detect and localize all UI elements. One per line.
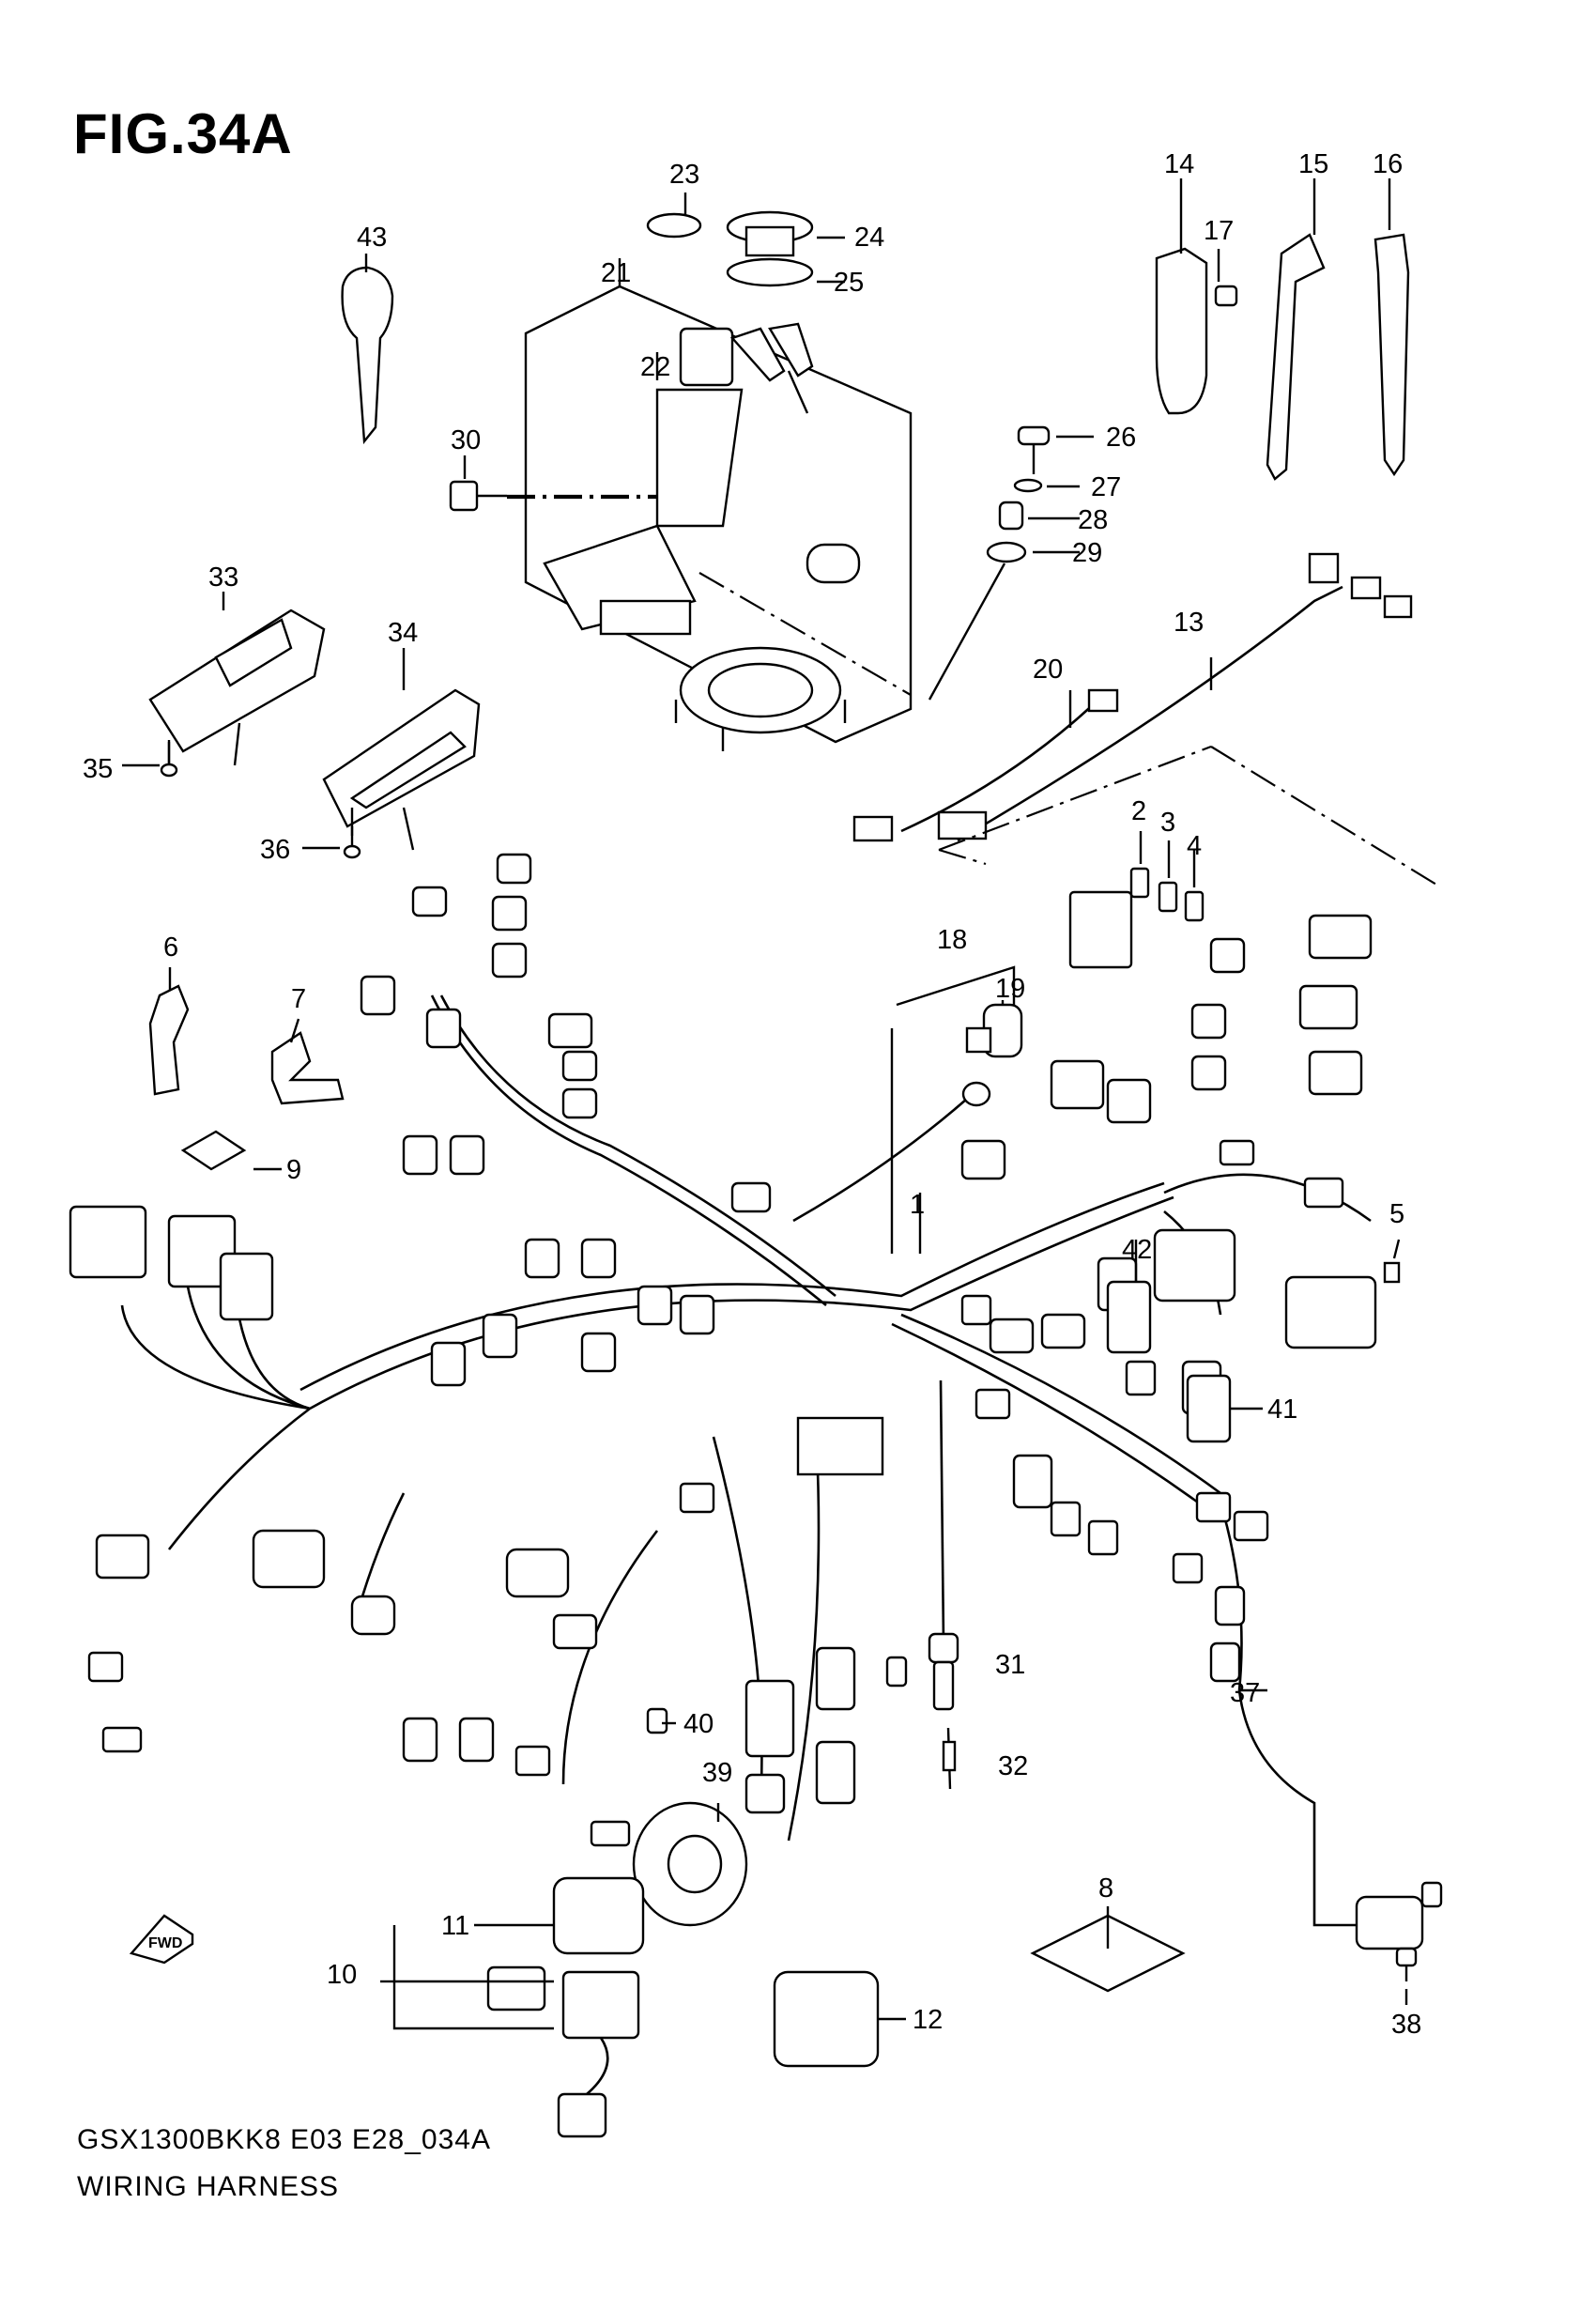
- callout-28: 28: [1078, 505, 1108, 535]
- callout-5: 5: [1389, 1199, 1404, 1229]
- callout-4: 4: [1187, 831, 1202, 861]
- callout-16: 16: [1373, 149, 1403, 179]
- callout-34: 34: [388, 618, 418, 648]
- forward-arrow-icon: FWD: [129, 1914, 194, 1965]
- callout-42: 42: [1122, 1235, 1152, 1265]
- horn-39: [632, 1707, 748, 1927]
- ecm-units: [148, 609, 481, 851]
- callout-3: 3: [1160, 808, 1175, 838]
- callout-31: 31: [995, 1650, 1025, 1680]
- switch-37: [1355, 1881, 1443, 1981]
- callout-12: 12: [913, 2005, 943, 2035]
- callout-35: 35: [83, 754, 113, 784]
- fuses-2-4: [1129, 867, 1205, 922]
- sub-harness-13-20: [852, 552, 1442, 888]
- callout-9: 9: [286, 1155, 301, 1185]
- callout-27: 27: [1091, 472, 1121, 502]
- clips-14-17: [1155, 233, 1410, 481]
- connectors: [69, 853, 1401, 1847]
- callout-32: 32: [998, 1751, 1028, 1781]
- ignition-switch-group: [507, 258, 913, 751]
- hardware-26-29: [928, 425, 1051, 701]
- callout-11: 11: [441, 1911, 469, 1941]
- relays: [486, 1280, 1232, 2138]
- callout-21: 21: [601, 258, 631, 288]
- ignition-key-43: [341, 266, 394, 445]
- callout-17: 17: [1204, 216, 1234, 246]
- callout-labels: 1 2 3 4 5 6 7 8 9 10 11 12 13 14 15 16 1…: [83, 149, 1421, 2040]
- figure-title: FIG.34A: [73, 102, 293, 165]
- callout-33: 33: [208, 563, 238, 593]
- callout-15: 15: [1298, 149, 1328, 179]
- callout-19: 19: [995, 974, 1025, 1004]
- callout-25: 25: [834, 268, 864, 298]
- clamps-and-tags: [148, 984, 1186, 1993]
- callout-41: 41: [1267, 1395, 1297, 1425]
- figure-name: WIRING HARNESS: [77, 2171, 340, 2202]
- callout-38: 38: [1391, 2010, 1421, 2040]
- callout-8: 8: [1098, 1873, 1113, 1904]
- callout-23: 23: [669, 160, 699, 190]
- seal-parts: [646, 210, 814, 287]
- callout-7: 7: [291, 984, 306, 1014]
- callout-1: 1: [910, 1190, 925, 1220]
- callout-2: 2: [1131, 796, 1146, 826]
- callout-29: 29: [1072, 538, 1102, 568]
- callout-leaders: [122, 178, 1408, 2030]
- callout-22: 22: [640, 352, 670, 382]
- callout-18: 18: [937, 925, 967, 955]
- screws-35-36: [160, 740, 361, 859]
- callout-6: 6: [163, 933, 178, 963]
- model-code: GSX1300BKK8 E03 E28_034A: [77, 2124, 491, 2155]
- callout-40: 40: [683, 1709, 714, 1739]
- sensor-31-32: [928, 1379, 959, 1790]
- callout-26: 26: [1106, 423, 1136, 453]
- callout-24: 24: [854, 223, 884, 253]
- callout-20: 20: [1033, 655, 1063, 685]
- fwd-badge-text: FWD: [148, 1935, 182, 1951]
- callout-10: 10: [327, 1960, 357, 1990]
- callout-30: 30: [451, 425, 481, 455]
- callout-13: 13: [1174, 608, 1204, 638]
- bolt-30: [449, 480, 657, 512]
- callout-36: 36: [260, 835, 290, 865]
- callout-14: 14: [1164, 149, 1194, 179]
- callout-43: 43: [357, 223, 387, 253]
- callout-39: 39: [702, 1758, 732, 1788]
- callout-37: 37: [1230, 1678, 1260, 1708]
- ground-wire-18: [792, 1003, 1023, 1223]
